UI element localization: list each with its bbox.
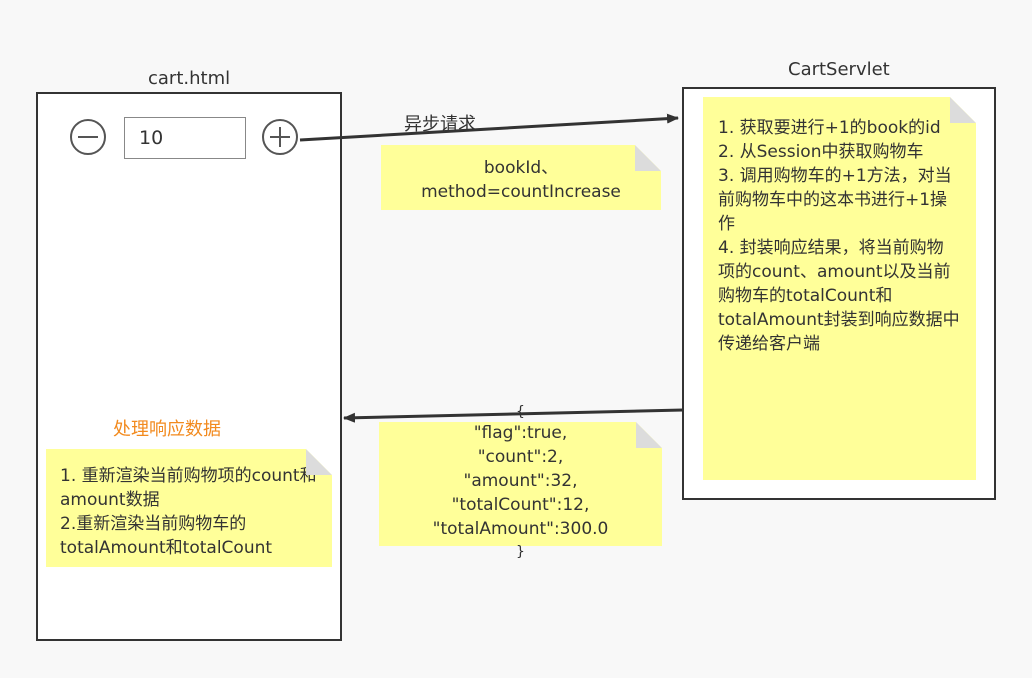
json-close-brace: } — [516, 544, 525, 560]
request-label: 异步请求 — [404, 114, 476, 135]
client-response-note: 1. 重新渲染当前购物项的count和amount数据 2.重新渲染当前购物车的… — [46, 449, 332, 567]
json-line-amount: "amount":32, — [463, 471, 578, 491]
json-line-total-count: "totalCount":12, — [451, 495, 590, 515]
client-step-1: 1. 重新渲染当前购物项的count和amount数据 — [60, 466, 317, 510]
server-step-1: 1. 获取要进行+1的book的id — [718, 118, 941, 138]
response-arrow — [343, 408, 684, 423]
increase-button[interactable] — [262, 119, 298, 155]
server-step-3: 3. 调用购物车的+1方法，对当前购物车中的这本书进行+1操作 — [718, 166, 952, 234]
decrease-button[interactable] — [70, 119, 106, 155]
client-step-2: 2.重新渲染当前购物车的totalAmount和totalCount — [60, 514, 273, 558]
json-open-brace: { — [516, 404, 525, 420]
response-json-note — [379, 422, 662, 546]
request-param-1: bookId、 — [483, 158, 559, 178]
json-line-flag: "flag":true, — [473, 423, 568, 443]
quantity-input[interactable]: 10 — [124, 117, 246, 159]
server-step-4: 4. 封装响应结果，将当前购物项的count、amount以及当前购物车的tot… — [718, 238, 960, 354]
client-title: cart.html — [148, 68, 231, 89]
request-param-2: method=countIncrease — [421, 182, 621, 202]
response-json-text: { "flag":true, "count":2, "amount":32, "… — [379, 403, 662, 563]
server-steps-note: 1. 获取要进行+1的book的id 2. 从Session中获取购物车 3. … — [703, 97, 976, 480]
request-arrow — [299, 113, 679, 142]
json-line-total-amount: "totalAmount":300.0 — [432, 519, 609, 539]
response-handling-title: 处理响应数据 — [113, 419, 221, 440]
server-step-2: 2. 从Session中获取购物车 — [718, 142, 924, 162]
json-line-count: "count":2, — [477, 447, 564, 467]
server-title: CartServlet — [788, 59, 890, 80]
request-params-note: bookId、 method=countIncrease — [381, 145, 661, 210]
